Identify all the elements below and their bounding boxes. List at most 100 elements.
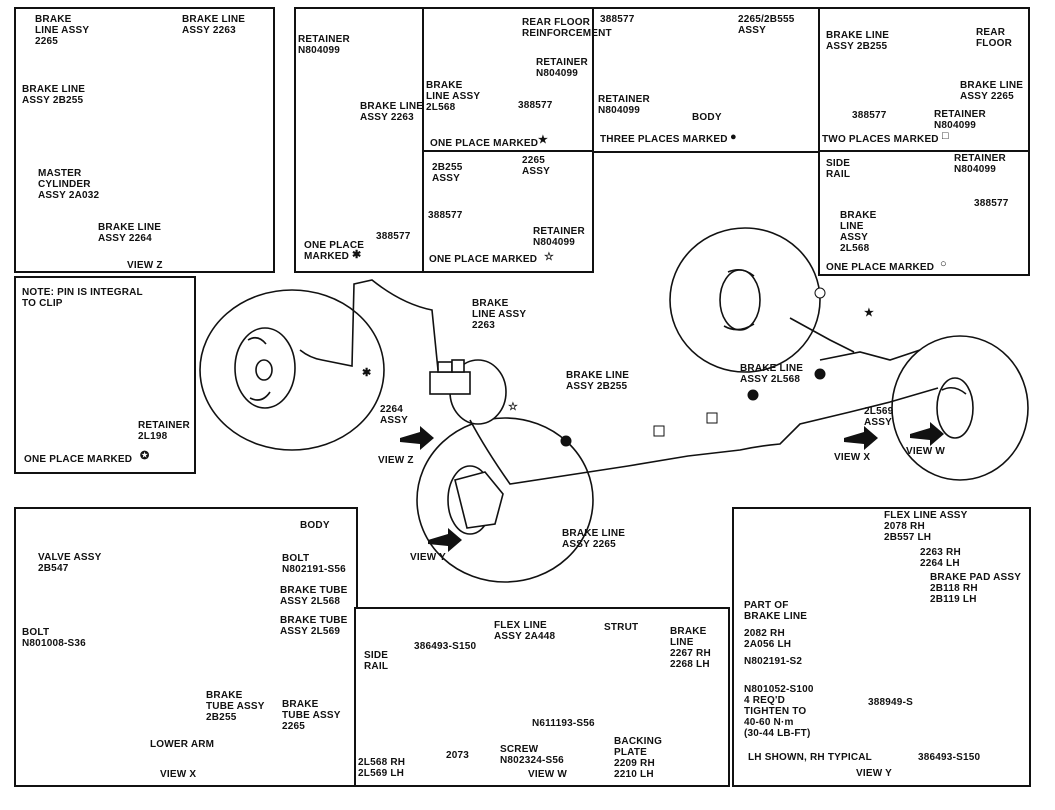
panel-star [422,7,594,153]
filled-circle-symbol: ● [730,131,737,143]
panel-view-w [354,607,730,787]
open-square-symbol: □ [942,130,949,142]
panel-open-star [422,150,594,273]
label-2073: 2073 [446,750,470,761]
open-star-symbol: ☆ [544,251,555,263]
label-view-x: VIEW X [834,452,871,463]
label-lower-arm: LOWER ARM [150,739,215,750]
label-part-388577: 388577 [518,100,553,111]
main-assembly-drawing [199,227,1029,583]
caption-one-place-marked: ONE PLACE MARKED [429,254,538,265]
caption-two-places-marked: TWO PLACES MARKED [822,134,939,145]
label-part-388577: 388577 [600,14,635,25]
line-markers [560,287,826,447]
label-part-388577: 388577 [428,210,463,221]
caption-view-x: VIEW X [160,769,197,780]
panel-retainer-asterisk [294,7,424,273]
caption-view-w: VIEW W [528,769,567,780]
star-symbol: ★ [538,134,549,146]
label-part-388577: 388577 [376,231,411,242]
star-marker: ★ [864,307,875,319]
label-body: BODY [300,520,330,531]
caption-one-place-marked: ONE PLACE MARKED [24,454,133,465]
open-star-marker: ☆ [508,401,519,413]
panel-note [14,276,196,474]
label-view-z: VIEW Z [378,455,414,466]
panel-view-x [14,507,358,787]
label-part-388577: 388577 [974,198,1009,209]
label-386493-s150: 386493-S150 [918,752,981,763]
label-strut: STRUT [604,622,639,633]
open-circle-symbol: ○ [940,258,947,270]
label-388949: 388949-S [868,697,913,708]
label-part-388577: 388577 [852,110,887,121]
circled-star-symbol: ✪ [140,450,150,462]
label-body: BODY [692,112,722,123]
label-lh-shown: LH SHOWN, RH TYPICAL [748,752,872,763]
label-n611193: N611193-S56 [532,718,595,729]
caption-one-place-marked: ONE PLACE MARKED [430,138,539,149]
view-arrows [400,422,944,552]
label-view-y: VIEW Y [410,552,447,563]
caption-one-place-marked: ONE PLACE MARKED [826,262,935,273]
caption-view-y: VIEW Y [856,768,893,779]
label-view-w: VIEW W [906,446,945,457]
asterisk-symbol: ✱ [352,249,362,261]
label-part-386493: 386493-S150 [414,641,477,652]
label-n802191: N802191-S2 [744,656,803,667]
panel-view-z [14,7,275,273]
asterisk-marker: ✱ [362,367,372,379]
panel-view-y [732,507,1031,787]
panel-circle [818,150,1030,276]
panel-two-places [818,7,1030,153]
